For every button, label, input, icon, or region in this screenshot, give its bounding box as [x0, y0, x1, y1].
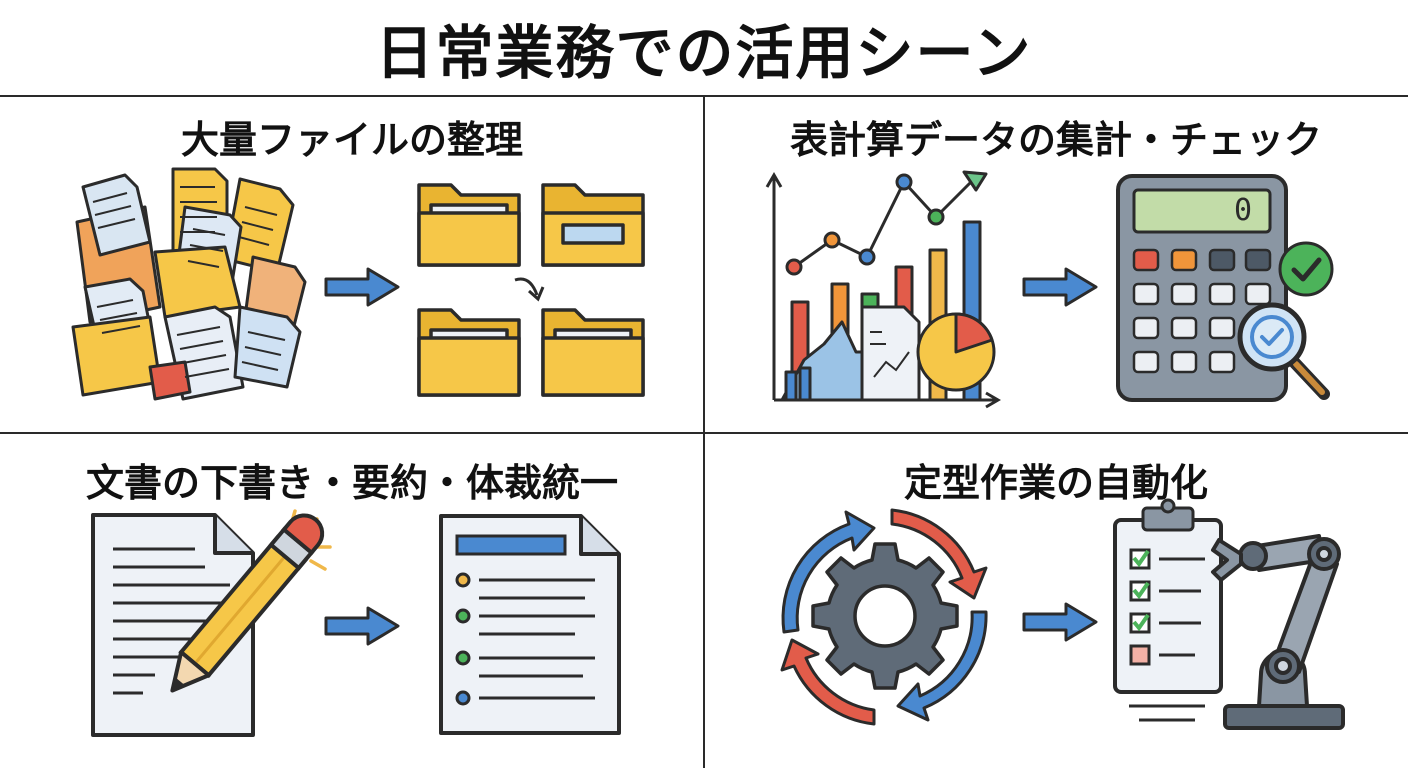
horizontal-divider: [0, 432, 1408, 434]
right-arrow-icon: [1022, 267, 1098, 307]
calculator-check-icon: [1116, 174, 1334, 402]
panel-title: 表計算データの集計・チェック: [789, 118, 1322, 162]
page-title: 日常業務での活用シーン: [375, 18, 1033, 87]
charts-data-icon: [765, 170, 1001, 409]
gear-cycle-icon: [780, 508, 988, 726]
scattered-documents-icon: [71, 167, 307, 401]
panel-title: 文書の下書き・要約・体裁統一: [85, 461, 618, 505]
right-arrow-icon: [1022, 602, 1098, 642]
organized-folders-icon: [417, 183, 645, 397]
checklist-robot-arm-icon: [1113, 498, 1345, 730]
panel-title: 定型作業の自動化: [903, 461, 1208, 505]
panel-spreadsheet-check: 表計算データの集計・チェック: [704, 97, 1408, 432]
panel-file-organization: 大量ファイルの整理: [0, 97, 704, 432]
document-pencil-icon: [91, 509, 332, 737]
panel-routine-automation: 定型作業の自動化: [704, 434, 1408, 768]
panel-title: 大量ファイルの整理: [180, 118, 523, 162]
vertical-divider: [703, 95, 705, 768]
calculator-display-value: 0: [1234, 193, 1253, 228]
panel-document-drafting: 文書の下書き・要約・体裁統一: [0, 434, 704, 768]
right-arrow-icon: [324, 606, 400, 646]
formatted-document-icon: [439, 514, 621, 735]
right-arrow-icon: [324, 267, 400, 307]
